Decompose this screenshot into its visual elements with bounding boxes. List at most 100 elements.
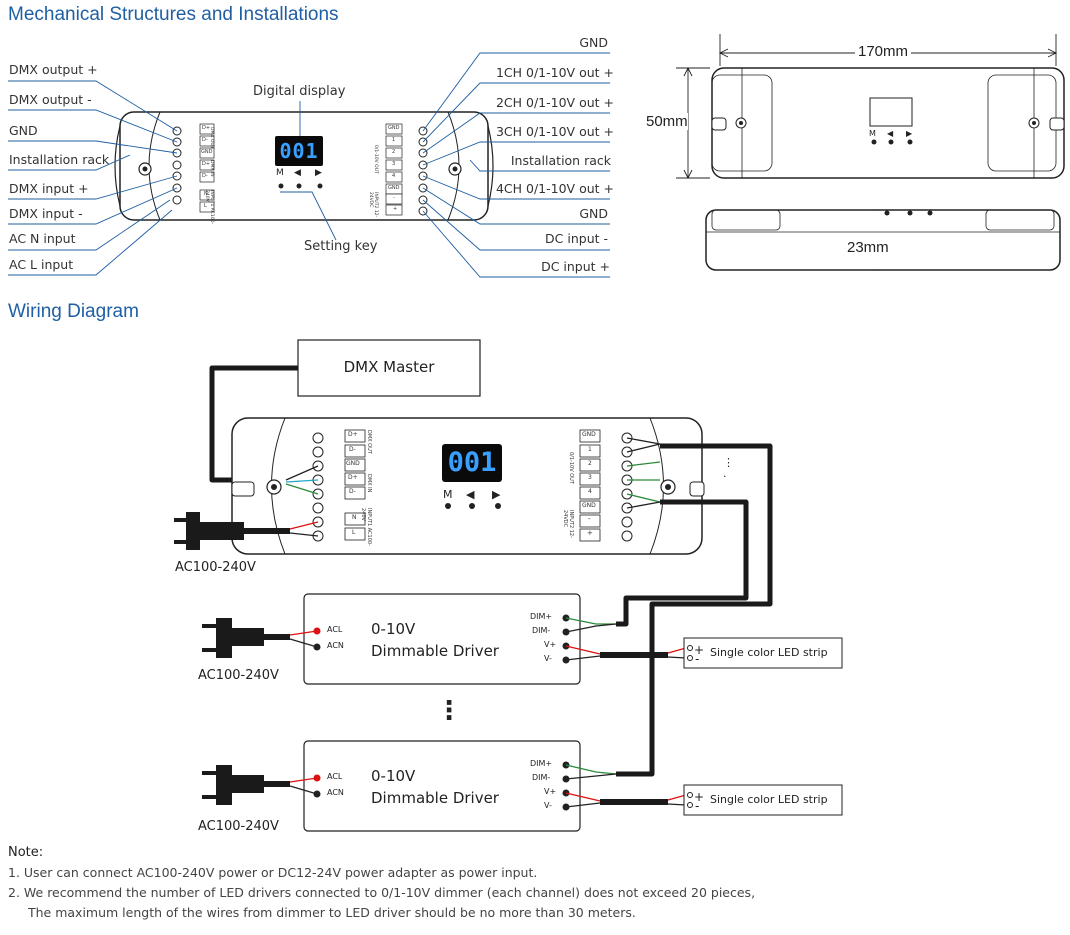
top-term-r-minus: - xyxy=(393,195,395,201)
wd-group-dmx-out: DMX OUT xyxy=(366,430,372,454)
driver-1-acl: ACL xyxy=(327,625,343,634)
wiring-button-left: ◀ xyxy=(466,488,475,501)
driver-1-title-line1: 0-10V xyxy=(371,620,416,638)
label-dmx-input-minus: DMX input - xyxy=(9,206,83,221)
label-dmx-input-plus: DMX input + xyxy=(9,181,89,196)
driver-2 xyxy=(303,740,581,832)
driver-1-dim-minus: DIM- xyxy=(532,626,551,635)
wiring-button-right: ▶ xyxy=(492,488,501,501)
right-callout-lines xyxy=(422,52,610,278)
front-button-m: M xyxy=(869,129,876,138)
wd-term-r-4: 4 xyxy=(588,488,592,495)
dmx-input-wires xyxy=(285,465,319,495)
notes-title: Note: xyxy=(8,845,44,860)
wd-term-r-1: 1 xyxy=(588,446,592,453)
svg-text:⋮: ⋮ xyxy=(723,456,734,469)
top-button-left: ◀ xyxy=(294,168,301,178)
drivers-ellipsis: ⋮ xyxy=(436,696,462,726)
wd-group-input1: INPUT1 AC100-240V xyxy=(360,508,372,546)
front-button-left: ◀ xyxy=(887,129,894,138)
wiring-display-value: 001 xyxy=(447,447,497,478)
label-gnd-right-bottom: GND xyxy=(579,206,608,221)
wd-term-r-gnd: GND xyxy=(582,431,596,438)
driver-1-wires xyxy=(565,617,687,661)
top-term-r-1: 1 xyxy=(392,137,396,143)
callout-digital-display: Digital display xyxy=(253,84,346,99)
led-strip-1-label: Single color LED strip xyxy=(710,646,828,659)
label-gnd-right-top: GND xyxy=(579,35,608,50)
driver-1-acn: ACN xyxy=(327,641,344,650)
wd-term-r-plus: + xyxy=(587,529,593,537)
wd-group-out: 0/1-10V OUT xyxy=(568,452,574,484)
led-strip-1 xyxy=(683,637,843,669)
top-term-d-minus: D- xyxy=(202,137,208,143)
wd-term-r-minus: - xyxy=(588,515,591,523)
front-button-right: ▶ xyxy=(906,129,913,138)
top-group-input1: INPUT1 AC100-240V xyxy=(204,190,214,225)
callout-setting-key: Setting key xyxy=(304,239,378,254)
wd-term-d-plus-2: D+ xyxy=(348,474,358,481)
driver-1-dim-plus: DIM+ xyxy=(530,612,553,621)
top-term-r-2: 2 xyxy=(392,149,396,155)
label-3ch-out: 3CH 0/1-10V out + xyxy=(495,124,614,139)
top-term-d-plus-2: D+ xyxy=(202,161,211,167)
led-strip-1-minus: - xyxy=(695,652,700,666)
driver-2-acl: ACL xyxy=(327,772,343,781)
label-gnd-left: GND xyxy=(9,123,38,138)
dimmer-output-wires xyxy=(616,437,773,777)
driver-1-v-minus: V- xyxy=(544,654,552,663)
top-button-m: M xyxy=(276,168,284,178)
led-strip-2-minus: - xyxy=(695,799,700,813)
driver-2-wires xyxy=(565,764,687,808)
top-term-r-3: 3 xyxy=(392,161,396,167)
wd-term-l: L xyxy=(352,529,356,536)
label-dmx-output-plus: DMX output + xyxy=(9,62,98,77)
dmx-master-label: DMX Master xyxy=(343,358,435,376)
label-dmx-output-minus: DMX output - xyxy=(9,92,92,107)
dimension-depth: 23mm xyxy=(844,239,892,256)
key-callout-line xyxy=(280,191,337,241)
top-term-n: N xyxy=(204,191,208,197)
top-term-r-gnd-2: GND xyxy=(388,185,400,191)
wiring-button-m: M xyxy=(443,488,453,501)
driver-2-acn: ACN xyxy=(327,788,344,797)
wd-term-n: N xyxy=(352,514,357,521)
front-view xyxy=(711,67,1065,179)
top-group-dmx-out: DMX OUT xyxy=(209,127,214,149)
driver-2-ac-plug xyxy=(202,765,318,805)
wd-term-gnd: GND xyxy=(346,460,360,467)
top-term-r-4: 4 xyxy=(392,173,396,179)
label-installation-rack-left: Installation rack xyxy=(9,152,110,167)
top-term-d-plus: D+ xyxy=(202,125,211,131)
dimension-height: 50mm xyxy=(646,113,688,130)
top-digital-display xyxy=(275,136,323,166)
top-term-r-plus: + xyxy=(393,206,398,212)
top-group-input2: INPUT2 12-24VDC xyxy=(368,192,378,218)
top-button-right: ▶ xyxy=(315,168,322,178)
led-strip-2 xyxy=(683,784,843,816)
led-strip-2-plus: + xyxy=(694,790,705,804)
wiring-digital-display xyxy=(442,444,502,482)
driver-1-title-line2: Dimmable Driver xyxy=(371,642,499,660)
mechanical-section-title: Mechanical Structures and Installations xyxy=(8,4,339,25)
dmx-master-box xyxy=(297,339,481,397)
label-2ch-out: 2CH 0/1-10V out + xyxy=(495,95,614,110)
driver-2-title-line1: 0-10V xyxy=(371,767,416,785)
top-term-gnd: GND xyxy=(201,149,213,155)
wd-term-d-minus-2: D- xyxy=(349,488,356,495)
main-ac-label: AC100-240V xyxy=(175,560,256,575)
top-term-r-gnd: GND xyxy=(388,125,400,131)
wd-group-input2: INPUT2 12-24VDC xyxy=(562,510,574,538)
top-term-l: L xyxy=(204,203,207,209)
driver-2-dim-plus: DIM+ xyxy=(530,759,553,768)
label-dc-input-minus: DC input - xyxy=(545,231,608,246)
driver-2-title-line2: Dimmable Driver xyxy=(371,789,499,807)
driver-1 xyxy=(303,593,581,685)
led-strip-1-plus: + xyxy=(694,643,705,657)
driver-2-ac-label: AC100-240V xyxy=(198,819,279,834)
dimension-length: 170mm xyxy=(855,43,912,60)
wd-group-dmx-in: DMX IN xyxy=(366,474,372,493)
label-ac-n-input: AC N input xyxy=(9,231,76,246)
wiring-device xyxy=(231,417,705,555)
left-callout-lines xyxy=(8,80,178,276)
